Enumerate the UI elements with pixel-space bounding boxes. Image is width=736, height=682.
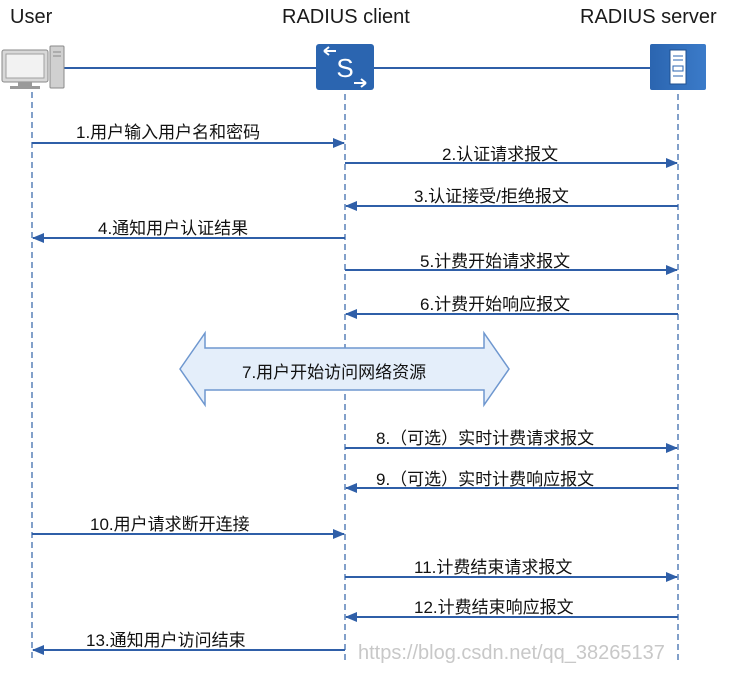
server-icon <box>650 44 706 90</box>
actor-client-label: RADIUS client <box>282 6 410 28</box>
message-label-4: 4.通知用户认证结果 <box>98 219 249 238</box>
message-label-5: 5.计费开始请求报文 <box>420 252 571 271</box>
message-label-7: 7.用户开始访问网络资源 <box>242 363 427 382</box>
message-label-1: 1.用户输入用户名和密码 <box>76 123 261 142</box>
message-label-2: 2.认证请求报文 <box>442 145 559 164</box>
message-label-8: 8.（可选）实时计费请求报文 <box>376 429 595 448</box>
message-label-11: 11.计费结束请求报文 <box>414 558 573 577</box>
message-label-10: 10.用户请求断开连接 <box>90 515 250 534</box>
message-label-12: 12.计费结束响应报文 <box>414 598 574 617</box>
message-label-6: 6.计费开始响应报文 <box>420 295 571 314</box>
message-label-13: 13.通知用户访问结束 <box>86 631 246 650</box>
computer-icon <box>1 45 65 89</box>
message-label-3: 3.认证接受/拒绝报文 <box>414 187 569 206</box>
actor-user-label: User <box>10 6 53 28</box>
access-double-arrow <box>179 330 510 408</box>
actor-server-label: RADIUS server <box>580 6 717 28</box>
svg-text:S: S <box>336 53 353 83</box>
watermark: https://blog.csdn.net/qq_38265137 <box>358 642 665 664</box>
switch-icon: S <box>316 44 374 90</box>
message-label-9: 9.（可选）实时计费响应报文 <box>376 470 595 489</box>
